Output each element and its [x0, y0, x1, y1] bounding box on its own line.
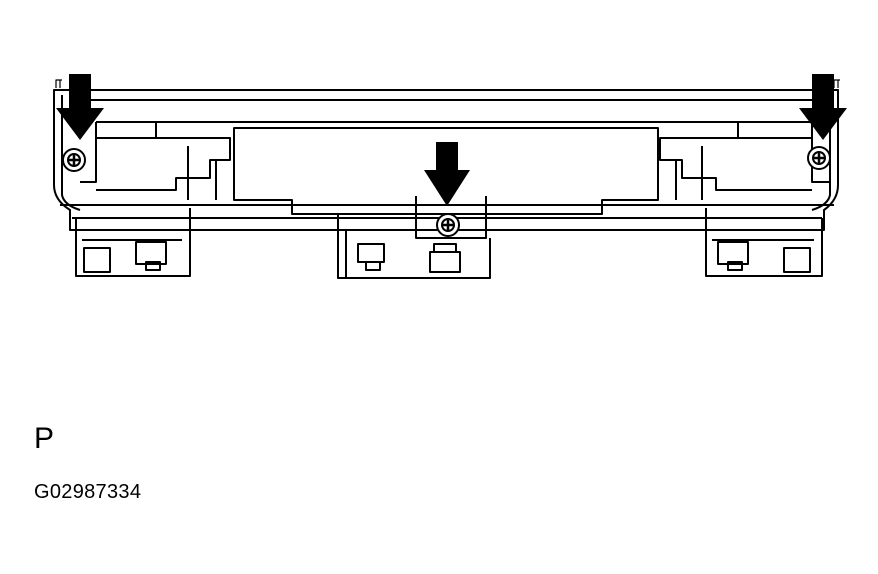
- housing-inner-left: [61, 95, 81, 211]
- left-inner-panel: [80, 122, 231, 191]
- center-clip-slot-c: [433, 243, 457, 253]
- housing-outline: [53, 89, 839, 231]
- right-screw-arrow-icon: [799, 74, 847, 140]
- center-lower-clip: [337, 214, 491, 279]
- center-screw-arrow-icon: [424, 142, 470, 206]
- center-screw-icon: [436, 213, 460, 237]
- right-corner-mark: [833, 79, 840, 88]
- right-clip-slot-b: [783, 247, 811, 273]
- left-inner-rail: [155, 122, 217, 200]
- left-corner-mark: [55, 79, 62, 88]
- right-screw-icon: [807, 146, 831, 170]
- right-clip-nub: [727, 261, 743, 271]
- right-clip-slot-a: [717, 241, 749, 265]
- left-clip-slot-b: [135, 241, 167, 265]
- figure-code: G02987334: [34, 481, 142, 503]
- housing-top-inner: [90, 99, 818, 123]
- left-lower-clip: [75, 208, 191, 277]
- right-inner-rail: [675, 122, 739, 200]
- view-label: P: [34, 422, 55, 455]
- left-clip-slot-a: [83, 247, 111, 273]
- right-inner-panel: [659, 122, 830, 191]
- center-clip-slot-b: [429, 251, 461, 273]
- housing-inner-right: [811, 95, 831, 211]
- center-clip-nub: [365, 261, 381, 271]
- center-clip-slot-a: [357, 243, 385, 263]
- center-raised-section: [233, 127, 659, 215]
- left-screw-icon: [62, 148, 86, 172]
- left-screw-arrow-icon: [56, 74, 104, 140]
- right-lower-clip: [705, 208, 823, 277]
- left-clip-nub: [145, 261, 161, 271]
